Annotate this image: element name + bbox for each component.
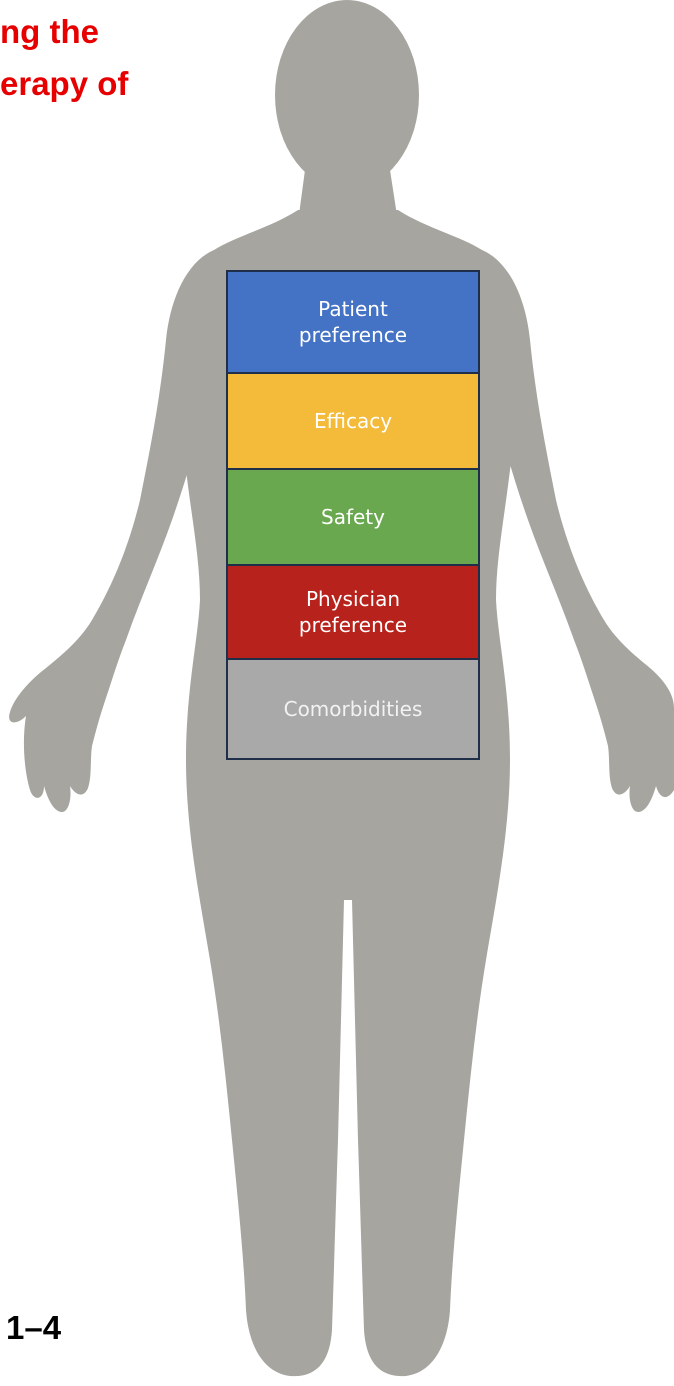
factor-box-physician-preference: Physician preference <box>228 566 478 660</box>
factor-label: Safety <box>321 504 385 530</box>
silhouette-right-arm <box>482 250 674 812</box>
silhouette-head <box>275 0 419 190</box>
heading-line-2: erapy of <box>0 64 128 104</box>
factor-box-patient-preference: Patient preference <box>228 272 478 374</box>
factor-box-comorbidities: Comorbidities <box>228 660 478 758</box>
factor-label: Efficacy <box>314 408 392 434</box>
factor-box-efficacy: Efficacy <box>228 374 478 470</box>
factor-box-safety: Safety <box>228 470 478 566</box>
factor-label: Physician preference <box>299 586 407 638</box>
reference-footnote: 1–4 <box>6 1308 61 1348</box>
factor-label: Comorbidities <box>284 696 423 722</box>
factor-label: Patient preference <box>299 296 407 348</box>
silhouette-left-arm <box>9 250 214 812</box>
heading-line-1: ng the <box>0 12 99 52</box>
